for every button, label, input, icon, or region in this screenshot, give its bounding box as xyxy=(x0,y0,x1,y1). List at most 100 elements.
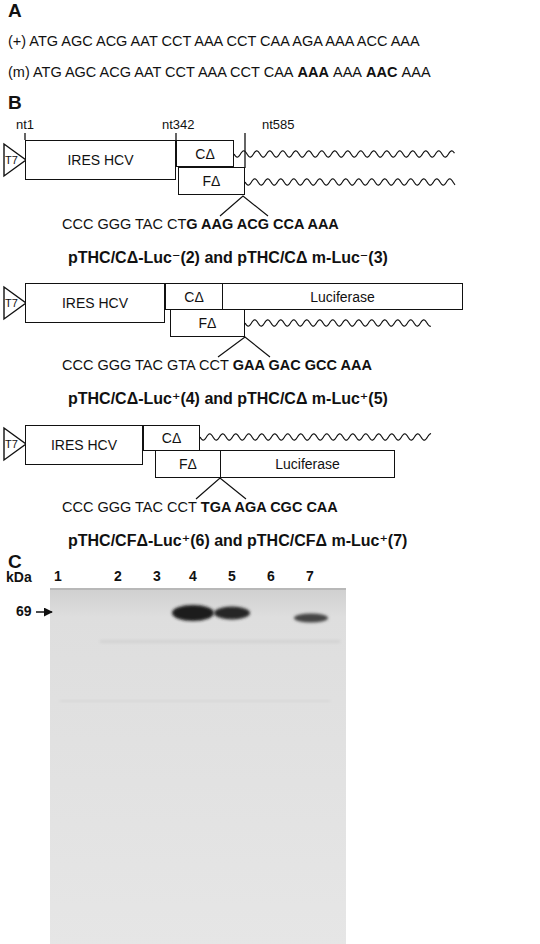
gene-box: FΔ xyxy=(170,309,245,337)
construct-name-row: pTHC/CΔ-Luc⁺(4) and pTHC/CΔ m-Luc⁺(5) xyxy=(68,389,388,408)
gene-name: CΔ xyxy=(195,146,214,162)
lane-number-row: 4 xyxy=(189,568,197,585)
junction-sequence-row: CCC GGG TAC GTA CCTGAA GAC GCC AAA xyxy=(62,357,372,374)
position-label: nt585 xyxy=(262,117,295,132)
position-label: nt1 xyxy=(16,117,34,132)
wavy-line xyxy=(245,179,455,185)
triangle-shape xyxy=(4,287,26,319)
axis-unit: kDa xyxy=(6,569,32,585)
wavy-line xyxy=(234,151,455,157)
wavy-line xyxy=(200,434,431,441)
construct-name-row: pTHC/CΔ-Luc⁻(2) and pTHC/CΔ m-Luc⁻(3) xyxy=(68,248,388,267)
sequence-line-row: (+) ATG AGC ACG AAT CCT AAA CCT CAA AGA … xyxy=(8,33,420,50)
lane-number-row: 3 xyxy=(153,568,161,585)
triangle-shape xyxy=(4,144,26,176)
lane-number: 4 xyxy=(189,568,197,584)
lane-number: 7 xyxy=(306,568,314,584)
gene-name: FΔ xyxy=(179,456,197,472)
promoter-triangle: T7 xyxy=(3,427,27,461)
gene-name: CΔ xyxy=(162,430,181,446)
gel-background xyxy=(50,588,346,944)
promoter-triangle: T7 xyxy=(3,143,27,177)
construct-name: pTHC/CFΔ-Luc⁺(6) and pTHC/CFΔ m-Luc⁺(7) xyxy=(68,532,407,549)
junction-sequence: GAA GAC GCC AAA xyxy=(233,357,372,373)
gene-name: Luciferase xyxy=(275,456,340,472)
gene-box: IRES HCV xyxy=(25,283,165,323)
leader-line xyxy=(218,337,270,357)
promoter-name: T7 xyxy=(5,438,18,450)
gel-band xyxy=(214,607,250,620)
gene-box: IRES HCV xyxy=(25,425,143,465)
lane-number-row: 1 xyxy=(54,568,62,585)
sequence-line: (+) ATG AGC ACG AAT CCT AAA CCT CAA AGA … xyxy=(8,33,420,49)
junction-sequence-row: CCC GGG TAC CCTTGA AGA CGC CAA xyxy=(62,499,338,516)
lane-number: 1 xyxy=(54,568,62,584)
lane-number-row: 6 xyxy=(267,568,275,585)
promoter-name: T7 xyxy=(5,297,18,309)
gene-box: Luciferase xyxy=(220,450,395,478)
position-label-row: nt342 xyxy=(162,117,195,133)
construct-name-row: pTHC/CFΔ-Luc⁺(6) and pTHC/CFΔ m-Luc⁺(7) xyxy=(68,531,407,550)
triangle-shape xyxy=(4,428,26,460)
construct-name: pTHC/CΔ-Luc⁻(2) and pTHC/CΔ m-Luc⁻(3) xyxy=(68,249,388,266)
gel-smear xyxy=(100,640,340,643)
sequence-line: (m) ATG AGC ACG AAT CCT AAA CCT CAA xyxy=(8,64,294,80)
promoter-name: T7 xyxy=(5,154,18,166)
sequence-line: AAC xyxy=(366,64,397,80)
gel-image xyxy=(36,588,346,944)
sequence-line: AAA xyxy=(333,64,362,80)
gene-name: FΔ xyxy=(199,315,217,331)
gene-box: CΔ xyxy=(143,425,200,451)
leader-line xyxy=(196,478,246,499)
position-label: nt342 xyxy=(162,117,195,132)
gene-name: IRES HCV xyxy=(62,295,128,311)
panel-letter: A xyxy=(8,0,22,21)
position-label-row: nt585 xyxy=(262,117,295,133)
tick xyxy=(175,133,176,140)
gel-band xyxy=(172,605,214,621)
lane-number: 6 xyxy=(267,568,275,584)
gel-band xyxy=(294,614,328,623)
gene-box: Luciferase xyxy=(222,283,463,310)
panel-letter-row: A xyxy=(8,0,22,23)
lane-number: 5 xyxy=(228,568,236,584)
lane-number: 2 xyxy=(114,568,122,584)
leader-line xyxy=(220,196,268,216)
gel-smear xyxy=(60,700,330,702)
panel-letter: B xyxy=(8,92,22,113)
lane-number: 3 xyxy=(153,568,161,584)
gene-box: IRES HCV xyxy=(25,140,176,180)
gene-name: IRES HCV xyxy=(67,152,133,168)
sequence-line: AAA xyxy=(402,64,431,80)
gene-box: CΔ xyxy=(176,140,234,167)
panel-letter: C xyxy=(8,551,22,572)
gene-box: FΔ xyxy=(178,167,245,195)
panel-letter-row: B xyxy=(8,92,22,115)
construct-name: pTHC/CΔ-Luc⁺(4) and pTHC/CΔ m-Luc⁺(5) xyxy=(68,390,388,407)
tick xyxy=(24,133,25,140)
sequence-line: AAA xyxy=(298,64,329,80)
junction-sequence: G AAG ACG CCA AAA xyxy=(186,216,339,232)
gene-box: CΔ xyxy=(165,283,223,310)
junction-sequence-row: CCC GGG TAC CTG AAG ACG CCA AAA xyxy=(62,216,339,233)
gel-edge xyxy=(50,588,346,590)
junction-sequence: CCC GGG TAC CT xyxy=(62,216,186,232)
axis-unit-row: kDa xyxy=(6,569,32,586)
wavy-line xyxy=(245,320,431,326)
gene-name: IRES HCV xyxy=(51,437,117,453)
lane-number-row: 5 xyxy=(228,568,236,585)
position-label-row: nt1 xyxy=(16,117,34,133)
lane-number-row: 2 xyxy=(114,568,122,585)
junction-sequence: CCC GGG TAC GTA CCT xyxy=(62,357,229,373)
promoter-triangle: T7 xyxy=(3,286,27,320)
sequence-line-row: (m) ATG AGC ACG AAT CCT AAA CCT CAAAAAAA… xyxy=(8,64,431,81)
gene-name: FΔ xyxy=(203,173,221,189)
size-marker: 69 xyxy=(16,603,32,619)
junction-sequence: TGA AGA CGC CAA xyxy=(201,499,338,515)
lane-number-row: 7 xyxy=(306,568,314,585)
junction-sequence: CCC GGG TAC CCT xyxy=(62,499,197,515)
gene-name: Luciferase xyxy=(310,289,375,305)
size-marker-row: 69 xyxy=(16,603,32,620)
gene-name: CΔ xyxy=(184,289,203,305)
